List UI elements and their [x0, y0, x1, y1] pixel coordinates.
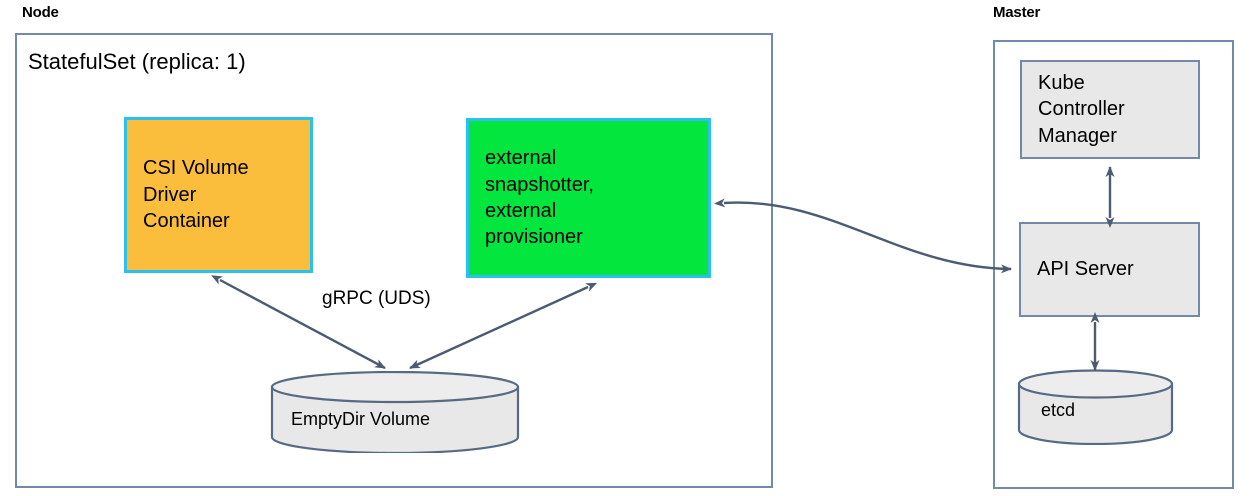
node-kube-controller-manager[interactable]: Kube Controller Manager	[1020, 60, 1200, 159]
emptydir-volume-shape	[270, 370, 520, 455]
node-csi-volume-driver-container[interactable]: CSI Volume Driver Container	[124, 117, 313, 273]
statefulset-title: StatefulSet (replica: 1)	[28, 49, 246, 74]
node-external-snapshotter-provisioner-label: external snapshotter, external provision…	[485, 147, 594, 249]
node-api-server[interactable]: API Server	[1019, 222, 1200, 317]
node-emptydir-volume[interactable]	[270, 370, 520, 455]
node-etcd[interactable]	[1017, 369, 1174, 446]
node-kube-controller-manager-label: Kube Controller Manager	[1038, 71, 1125, 147]
node-external-snapshotter-provisioner[interactable]: external snapshotter, external provision…	[466, 118, 711, 278]
edge-label-grpc-uds: gRPC (UDS)	[322, 288, 431, 309]
node-etcd-label: etcd	[1041, 400, 1076, 420]
master-group-label: Master	[993, 4, 1041, 21]
node-api-server-label: API Server	[1037, 258, 1134, 281]
node-emptydir-volume-label: EmptyDir Volume	[291, 409, 431, 429]
etcd-shape	[1017, 369, 1174, 446]
node-csi-volume-driver-container-label: CSI Volume Driver Container	[143, 157, 249, 233]
node-group-label: Node	[22, 4, 59, 21]
